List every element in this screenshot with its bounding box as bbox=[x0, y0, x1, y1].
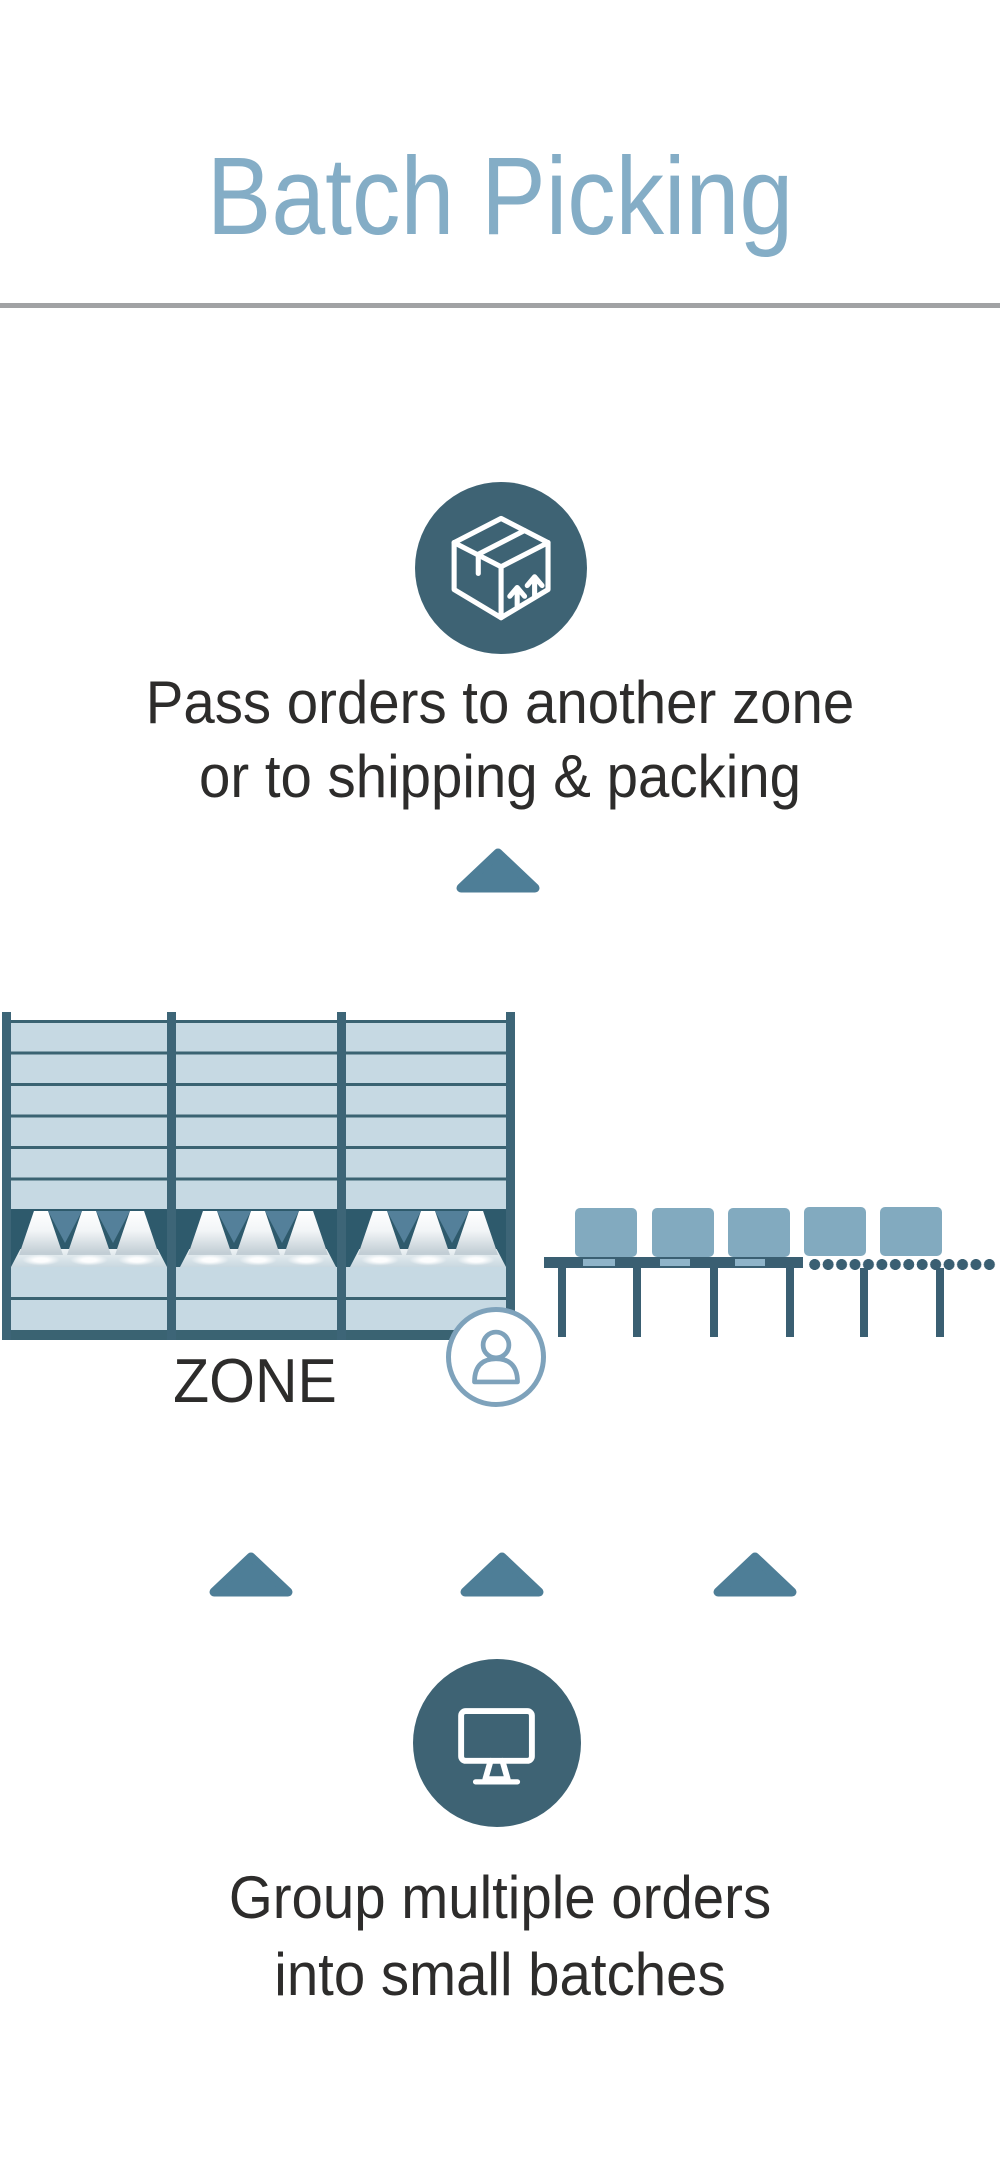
package-box-icon bbox=[415, 482, 587, 654]
caption-line: into small batches bbox=[274, 1941, 726, 2008]
conveyor-illustration bbox=[544, 1207, 996, 1338]
order-box bbox=[652, 1208, 714, 1257]
package-box-glyph bbox=[451, 515, 551, 621]
order-box bbox=[575, 1208, 637, 1257]
zone-label: ZONE bbox=[173, 1347, 337, 1416]
rack-post bbox=[506, 1012, 515, 1340]
pallet-slat bbox=[735, 1259, 765, 1266]
light-glow bbox=[234, 1253, 282, 1267]
light-glow bbox=[356, 1253, 404, 1267]
picker-person-icon bbox=[446, 1307, 546, 1407]
caption-line: Group multiple orders bbox=[228, 1864, 772, 1931]
conveyor-leg bbox=[936, 1268, 944, 1337]
rack-base bbox=[2, 1333, 515, 1340]
light-glow bbox=[282, 1253, 330, 1267]
order-box bbox=[804, 1207, 866, 1256]
pallet-slat bbox=[660, 1259, 690, 1266]
conveyor-leg bbox=[633, 1267, 641, 1337]
step-caption-pass-orders: Pass orders to another zone or to shippi… bbox=[30, 666, 970, 814]
spotlight-cluster bbox=[11, 1209, 167, 1267]
light-glow bbox=[17, 1253, 65, 1267]
caption-line: Pass orders to another zone bbox=[145, 669, 855, 736]
roller-dots bbox=[808, 1258, 996, 1271]
light-glow bbox=[452, 1253, 500, 1267]
step-caption-group-orders: Group multiple orders into small batches bbox=[30, 1859, 970, 2013]
conveyor-leg bbox=[860, 1268, 868, 1337]
spotlight-cluster bbox=[350, 1209, 506, 1267]
rack-post bbox=[167, 1012, 176, 1340]
caption-line: or to shipping & packing bbox=[199, 743, 801, 810]
rack-shelves-top bbox=[2, 1020, 515, 1209]
flow-arrow-up-icon bbox=[460, 1552, 544, 1597]
pallet-slat bbox=[583, 1259, 615, 1266]
order-box bbox=[880, 1207, 942, 1256]
light-glow bbox=[65, 1253, 113, 1267]
rack-picking-band bbox=[2, 1209, 515, 1267]
spotlight-cluster bbox=[180, 1209, 336, 1267]
order-box bbox=[728, 1208, 790, 1257]
light-glow bbox=[113, 1253, 161, 1267]
monitor-glyph bbox=[458, 1708, 536, 1785]
monitor-icon bbox=[413, 1659, 581, 1827]
title-divider bbox=[0, 303, 1000, 308]
light-glow bbox=[186, 1253, 234, 1267]
rack-post bbox=[337, 1012, 346, 1340]
flow-arrow-up-icon bbox=[456, 848, 540, 893]
rack-post bbox=[2, 1012, 11, 1340]
flow-arrow-up-icon bbox=[713, 1552, 797, 1597]
page-title: Batch Picking bbox=[206, 135, 794, 258]
conveyor-leg bbox=[786, 1267, 794, 1337]
light-glow bbox=[404, 1253, 452, 1267]
conveyor-leg bbox=[710, 1267, 718, 1337]
flow-arrow-up-icon bbox=[209, 1552, 293, 1597]
person-glyph bbox=[472, 1329, 520, 1385]
rack-shelves-bottom bbox=[2, 1267, 515, 1333]
rack-illustration bbox=[2, 1012, 515, 1342]
conveyor-leg bbox=[558, 1267, 566, 1337]
